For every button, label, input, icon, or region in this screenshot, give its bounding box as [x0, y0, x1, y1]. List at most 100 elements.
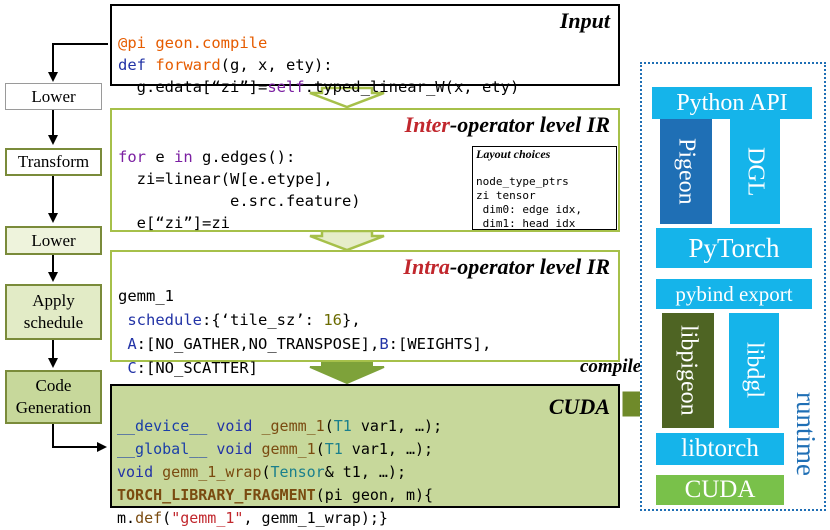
cuda-l1-void: void	[207, 417, 262, 435]
intra-operator-box: Intra-operator level IR gemm_1 schedule:…	[110, 250, 620, 377]
layout-l2: zi tensor	[476, 189, 536, 202]
cuda-l1-paren: (	[324, 417, 334, 435]
runtime-pigeon: Pigeon	[660, 119, 712, 224]
intra-l1: gemm_1	[118, 287, 174, 305]
cuda-l5-def: def	[135, 509, 163, 527]
step-code-generation: Code Generation	[5, 370, 102, 424]
intra-title-accent: Intra	[403, 254, 450, 279]
intra-schedule-kw: schedule	[118, 311, 202, 329]
runtime-label: runtime	[791, 392, 821, 476]
input-forward-fn: forward	[155, 56, 221, 74]
input-self: self	[267, 78, 305, 96]
runtime-libdgl: libdgl	[729, 313, 779, 428]
input-code: @pi geon.compile def forward(g, x, ety):…	[118, 10, 519, 98]
cuda-l1-fn: _gemm_1	[261, 417, 325, 435]
runtime-cuda: CUDA	[656, 475, 784, 505]
cuda-l3-fn: gemm_1_wrap	[153, 463, 262, 481]
inter-l4: e[“zi”]=zi	[118, 214, 230, 232]
arrow-input-to-lower	[48, 43, 108, 82]
input-title: Input	[559, 8, 610, 33]
inter-title-rest: -operator level IR	[449, 112, 610, 137]
runtime-pigeon-label: Pigeon	[673, 138, 700, 205]
intra-a-kw: A	[118, 335, 137, 353]
inter-l3: e.src.feature)	[118, 192, 361, 210]
cuda-l3-paren: (	[261, 463, 271, 481]
step-transform: Transform	[5, 148, 102, 176]
intra-l2-c: },	[342, 311, 361, 329]
cuda-l2-type: T1	[324, 440, 343, 458]
cuda-code: __device__ void _gemm_1(T1 var1, …); __g…	[117, 392, 442, 530]
intra-b-kw: B	[379, 335, 389, 353]
inter-title: Inter-operator level IR	[405, 112, 610, 138]
runtime-dgl-label: DGL	[742, 146, 769, 197]
layout-choices-box: Layout choices node_type_ptrs zi tensor …	[472, 146, 617, 230]
inter-in-kw: in	[174, 148, 193, 166]
runtime-pytorch: PyTorch	[656, 228, 812, 268]
cuda-l5-rest: , gemm_1_wrap);}	[243, 509, 388, 527]
step-codegen-line2: Generation	[15, 398, 92, 417]
compile-label: compile	[580, 356, 642, 377]
cuda-l3-type: Tensor	[270, 463, 325, 481]
cuda-l5-paren: (	[162, 509, 172, 527]
cuda-l1-type: T1	[333, 417, 352, 435]
runtime-libpigeon: libpigeon	[662, 313, 714, 428]
input-line3-rest: .typed_linear_W(x, ety)	[304, 78, 520, 96]
layout-choices-list: node_type_ptrs zi tensor dim0: edge idx,…	[473, 161, 616, 230]
filled-arrow-3	[309, 361, 385, 385]
inter-l1-mid: e	[146, 148, 174, 166]
step-apply-line1: Apply	[32, 291, 75, 310]
step-apply-line2: schedule	[23, 313, 84, 332]
input-def-kw: def	[118, 56, 156, 74]
cuda-l4-rest: (pi geon, m){	[315, 486, 434, 504]
runtime-pybind-export: pybind export	[656, 279, 812, 309]
step-lower-2: Lower	[5, 226, 102, 255]
cuda-box: CUDA __device__ void _gemm_1(T1 var1, …)…	[110, 384, 620, 527]
inter-title-accent: Inter	[404, 112, 450, 137]
inter-for-kw: for	[118, 148, 146, 166]
cuda-l2-rest: var1, …);	[342, 440, 434, 458]
cuda-l5-m: m.	[117, 509, 136, 527]
runtime-libdgl-label: libdgl	[741, 342, 768, 399]
hollow-arrow-1	[309, 86, 385, 109]
inter-operator-box: Inter-operator level IR for e in g.edges…	[110, 108, 620, 232]
arrow-codegen-to-cuda	[52, 424, 107, 452]
cuda-l2-void: void	[207, 440, 262, 458]
intra-title-rest: -operator level IR	[449, 254, 610, 279]
inter-l1-rest: g.edges():	[192, 148, 296, 166]
layout-l4: dim1: head idx	[476, 217, 576, 230]
inter-code: for e in g.edges(): zi=linear(W[e.etype]…	[118, 124, 361, 234]
intra-l3-d: :[WEIGHTS],	[388, 335, 492, 353]
runtime-libpigeon-label: libpigeon	[675, 325, 702, 416]
runtime-dgl: DGL	[730, 119, 780, 224]
inter-l2: zi=linear(W[e.etype],	[118, 170, 333, 188]
step-codegen-line1: Code	[35, 376, 72, 395]
layout-choices-title: Layout choices	[476, 147, 551, 161]
cuda-l4-macro: TORCH_LIBRARY_FRAGMENT	[117, 486, 316, 504]
input-line3-a: g.edata[“zi”]=	[118, 78, 268, 96]
runtime-libtorch: libtorch	[656, 433, 784, 465]
intra-l4-b: :[NO_SCATTER]	[136, 359, 258, 377]
input-decorator: @pi geon.compile	[118, 34, 268, 52]
intra-code: gemm_1 schedule:{‘tile_sz’: 16}, A:[NO_G…	[118, 260, 491, 380]
cuda-l3-rest: & t1, …);	[324, 463, 406, 481]
cuda-l2-fn: gemm_1	[261, 440, 316, 458]
layout-l3: dim0: edge idx,	[476, 203, 582, 216]
layout-l1: node_type_ptrs	[476, 175, 569, 188]
intra-l2-num: 16	[323, 311, 342, 329]
input-def-rest: (g, x, ety):	[220, 56, 333, 74]
cuda-l5-str: "gemm_1"	[171, 509, 244, 527]
cuda-title: CUDA	[548, 394, 610, 419]
step-lower-1: Lower	[5, 83, 102, 110]
cuda-l1-device: __device__	[117, 417, 208, 435]
step-apply-schedule: Apply schedule	[5, 284, 102, 340]
input-box: Input @pi geon.compile def forward(g, x,…	[110, 4, 620, 96]
runtime-python-api: Python API	[652, 87, 812, 119]
intra-l2-b: :{‘tile_sz’:	[202, 311, 324, 329]
intra-title: Intra-operator level IR	[403, 254, 610, 280]
intra-l3-b: :[NO_GATHER,NO_TRANSPOSE],	[136, 335, 380, 353]
cuda-l3-void: void	[117, 463, 154, 481]
intra-c-kw: C	[118, 359, 137, 377]
cuda-l1-rest: var1, …);	[351, 417, 443, 435]
cuda-l2-paren: (	[315, 440, 325, 458]
cuda-l2-global: __global__	[117, 440, 208, 458]
